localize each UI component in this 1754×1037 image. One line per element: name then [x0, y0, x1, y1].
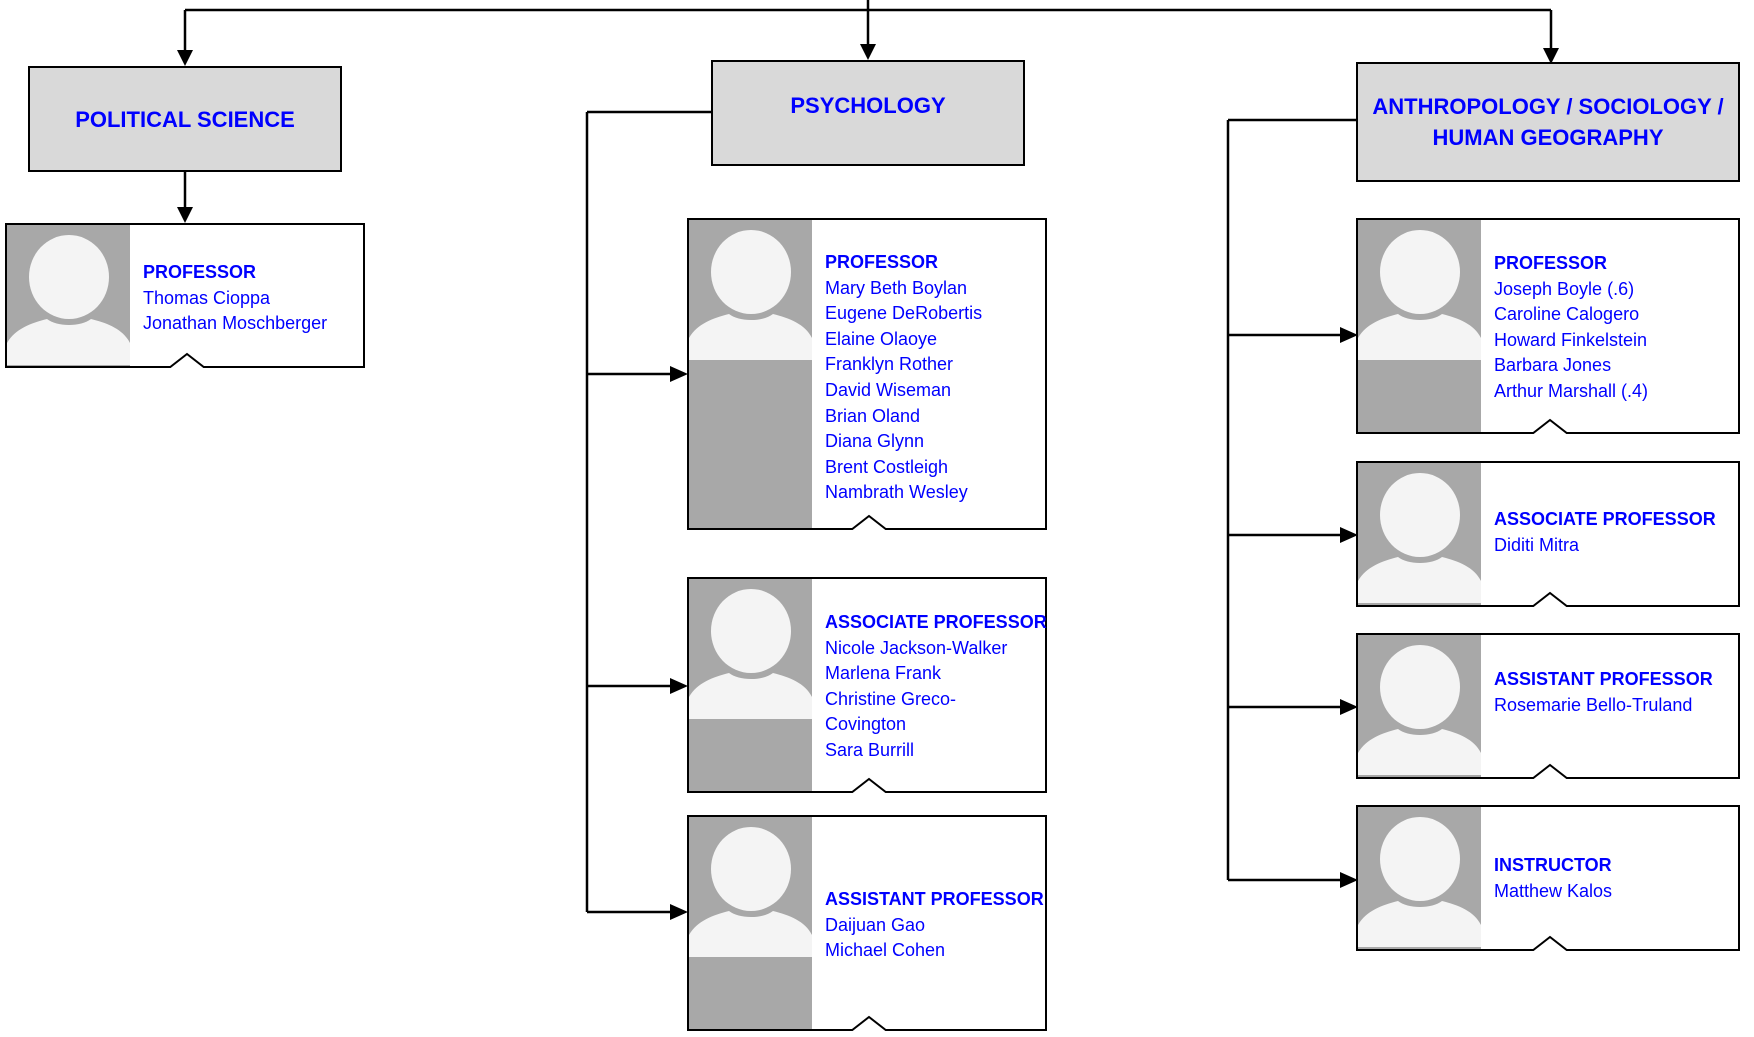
person-silhouette-icon [689, 230, 812, 360]
rank-label: ASSISTANT PROFESSOR [1494, 669, 1713, 689]
rank-label: PROFESSOR [143, 262, 257, 282]
member-name: Mary Beth Boylan [825, 277, 968, 298]
person-silhouette-icon [1358, 230, 1481, 360]
avatar [689, 579, 812, 791]
avatar [1358, 635, 1481, 777]
person-silhouette-icon [1358, 645, 1481, 775]
member-name: Nicole Jackson-Walker [825, 637, 1008, 658]
dept-title: ANTHROPOLOGY / SOCIOLOGY / HUMAN GEOGRAP… [1372, 94, 1724, 150]
rank-label: ASSOCIATE PROFESSOR [1494, 509, 1716, 529]
avatar [689, 817, 812, 1029]
member-name: Sara Burrill [825, 739, 915, 760]
member-name: Caroline Calogero [1494, 304, 1640, 325]
avatar [1358, 220, 1481, 432]
rank-label: ASSOCIATE PROFESSOR [825, 612, 1047, 632]
member-name: Joseph Boyle (.6) [1494, 278, 1635, 299]
dept-political-science: POLITICAL SCIENCE [28, 66, 342, 172]
member-name: Diana Glynn [825, 431, 925, 452]
member-name: Barbara Jones [1494, 355, 1612, 376]
member-name: Diditi Mitra [1494, 534, 1580, 555]
rank-label: ASSISTANT PROFESSOR [825, 889, 1044, 909]
dept-title: PSYCHOLOGY [790, 93, 946, 118]
card-polsci-professor: PROFESSOR Thomas Cioppa Jonathan Moschbe… [5, 223, 365, 368]
arrowhead [670, 904, 688, 920]
dept-title: POLITICAL SCIENCE [75, 106, 295, 132]
member-name: Eugene DeRobertis [825, 303, 983, 324]
card-psych-associate-professor: ASSOCIATE PROFESSOR Nicole Jackson-Walke… [687, 577, 1047, 793]
arrowhead [1340, 699, 1358, 715]
card-notch-icon [1531, 418, 1569, 434]
arrowhead [670, 678, 688, 694]
card-notch-icon [168, 352, 206, 368]
member-name: David Wiseman [825, 379, 952, 400]
card-notch-icon [850, 514, 888, 530]
arrowhead [1340, 327, 1358, 343]
card-anth-assistant-professor: ASSISTANT PROFESSOR Rosemarie Bello-Trul… [1356, 633, 1740, 779]
member-name: Nambrath Wesley [825, 482, 968, 503]
card-notch-icon [1531, 591, 1569, 607]
person-silhouette-icon [1358, 473, 1481, 603]
member-name: Howard Finkelstein [1494, 329, 1648, 350]
person-silhouette-icon [7, 235, 130, 365]
member-name: Franklyn Rother [825, 354, 954, 375]
card-notch-icon [1531, 935, 1569, 951]
arrowhead [1340, 527, 1358, 543]
person-silhouette-icon [1358, 817, 1481, 947]
member-name: Matthew Kalos [1494, 880, 1613, 901]
card-notch-icon [850, 1015, 888, 1031]
card-anth-professor: PROFESSOR Joseph Boyle (.6) Caroline Cal… [1356, 218, 1740, 434]
arrowhead [1543, 48, 1559, 64]
member-name: Jonathan Moschberger [143, 313, 328, 334]
rank-label: PROFESSOR [825, 252, 939, 272]
avatar [7, 225, 130, 366]
avatar [1358, 807, 1481, 949]
arrowhead [177, 50, 193, 66]
dept-anthropology-sociology-human-geography: ANTHROPOLOGY / SOCIOLOGY / HUMAN GEOGRAP… [1356, 62, 1740, 182]
person-silhouette-icon [689, 589, 812, 719]
rank-label: INSTRUCTOR [1494, 855, 1612, 875]
member-name: Brian Oland [825, 405, 921, 426]
rank-label: PROFESSOR [1494, 253, 1608, 273]
arrowhead [1340, 872, 1358, 888]
arrowhead [860, 44, 876, 60]
avatar [1358, 463, 1481, 605]
member-name: Marlena Frank [825, 663, 942, 684]
member-name: Christine Greco- [825, 688, 957, 709]
avatar [689, 220, 812, 528]
arrowhead [670, 366, 688, 382]
card-psych-professor: PROFESSOR Mary Beth Boylan Eugene DeRobe… [687, 218, 1047, 530]
card-anth-associate-professor: ASSOCIATE PROFESSOR Diditi Mitra [1356, 461, 1740, 607]
card-psych-assistant-professor: ASSISTANT PROFESSOR Daijuan Gao Michael … [687, 815, 1047, 1031]
card-anth-instructor: INSTRUCTOR Matthew Kalos [1356, 805, 1740, 951]
member-name: Brent Costleigh [825, 456, 949, 477]
member-name: Arthur Marshall (.4) [1494, 380, 1649, 401]
member-name: Thomas Cioppa [143, 287, 271, 308]
card-notch-icon [850, 777, 888, 793]
member-name: Daijuan Gao [825, 914, 926, 935]
person-silhouette-icon [689, 827, 812, 957]
dept-psychology: PSYCHOLOGY [711, 60, 1025, 166]
member-name: Elaine Olaoye [825, 328, 938, 349]
member-name: Rosemarie Bello-Truland [1494, 694, 1693, 715]
member-name: Covington [825, 714, 907, 735]
member-name: Michael Cohen [825, 940, 946, 961]
arrowhead [177, 207, 193, 223]
card-notch-icon [1531, 763, 1569, 779]
